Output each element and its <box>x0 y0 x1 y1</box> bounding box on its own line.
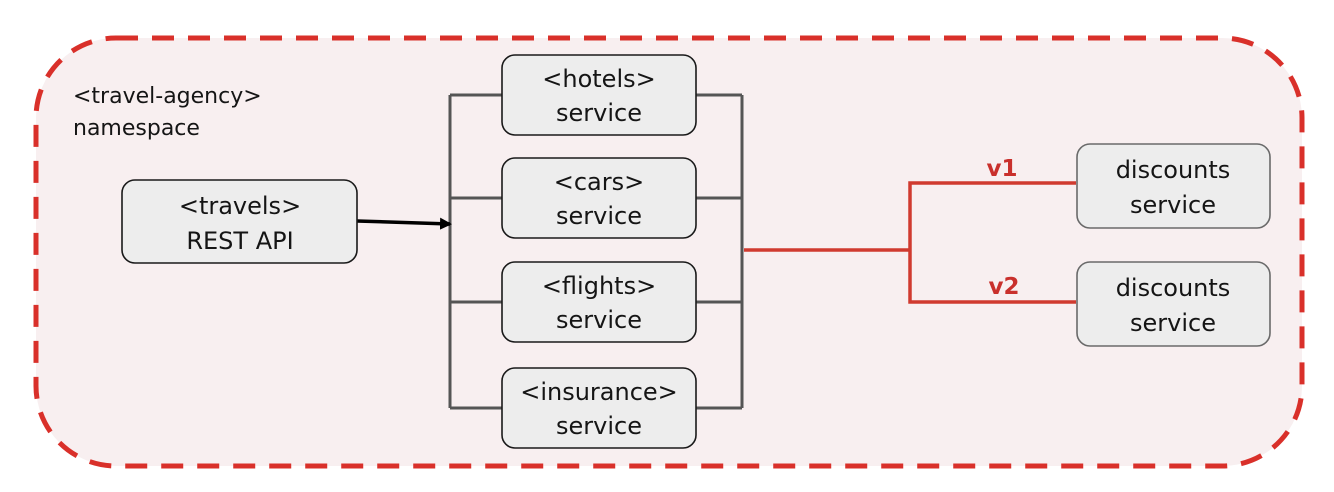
node-label: service <box>556 99 642 127</box>
namespace-boundary <box>33 35 1305 469</box>
node-label: service <box>556 412 642 440</box>
discounts-v1-node[interactable]: discounts service <box>1076 143 1271 229</box>
discounts-v2-node[interactable]: discounts service <box>1076 261 1271 347</box>
version-label-v2: v2 <box>989 274 1020 300</box>
node-label: REST API <box>186 227 293 255</box>
travels-rest-api-node[interactable]: <travels> REST API <box>121 179 358 264</box>
node-label: <insurance> <box>520 378 678 406</box>
hotels-service-node[interactable]: <hotels> service <box>501 54 697 136</box>
node-label: <hotels> <box>542 65 655 93</box>
version-label-v1: v1 <box>987 156 1018 182</box>
node-label: discounts <box>1116 156 1231 184</box>
node-label: service <box>1130 309 1216 337</box>
node-label: <travels> <box>179 192 301 220</box>
node-label: discounts <box>1116 274 1231 302</box>
node-label: <flights> <box>542 272 656 300</box>
node-label: service <box>556 202 642 230</box>
cars-service-node[interactable]: <cars> service <box>501 157 697 239</box>
insurance-service-node[interactable]: <insurance> service <box>501 367 697 449</box>
node-label: <cars> <box>554 168 645 196</box>
node-label: service <box>1130 191 1216 219</box>
service-bus-connectors <box>448 93 744 410</box>
flights-service-node[interactable]: <flights> service <box>501 261 697 343</box>
travels-to-services-arrow <box>356 217 452 230</box>
discounts-routing <box>744 181 1076 304</box>
namespace-label-line1: <travel-agency> <box>73 84 262 109</box>
namespace-label-line2: namespace <box>73 116 200 141</box>
node-label: service <box>556 306 642 334</box>
